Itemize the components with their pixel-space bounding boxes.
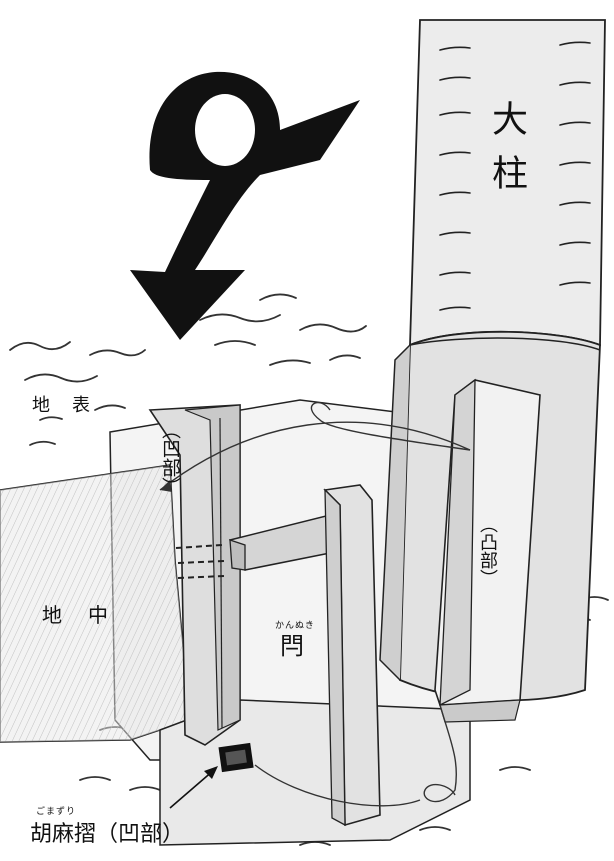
bolt-label: 閂 xyxy=(280,632,304,660)
surface-label: 地表 xyxy=(32,395,112,416)
gomazuri-label: 胡麻摺（凹部） xyxy=(30,822,185,847)
gomazuri-notch xyxy=(218,742,254,773)
concave-post xyxy=(148,404,241,746)
underground-label: 地中 xyxy=(42,603,134,627)
string-loop-icon xyxy=(159,401,471,807)
pillar-label: 大柱 xyxy=(486,100,527,208)
receiving-post xyxy=(323,484,381,827)
pillar-grain-lines xyxy=(439,41,591,311)
bolt-ruby: かんぬき xyxy=(275,621,315,631)
convex-label: （凸部） xyxy=(477,515,498,587)
concave-label: （凹部） xyxy=(159,420,181,496)
insertion-arrow-icon xyxy=(130,71,360,341)
gomazuri-pointer-arrow xyxy=(169,766,218,809)
concave-groove-marks xyxy=(175,544,225,579)
convex-tenon xyxy=(434,378,541,723)
gomazuri-ruby: ごまずり xyxy=(36,807,77,817)
